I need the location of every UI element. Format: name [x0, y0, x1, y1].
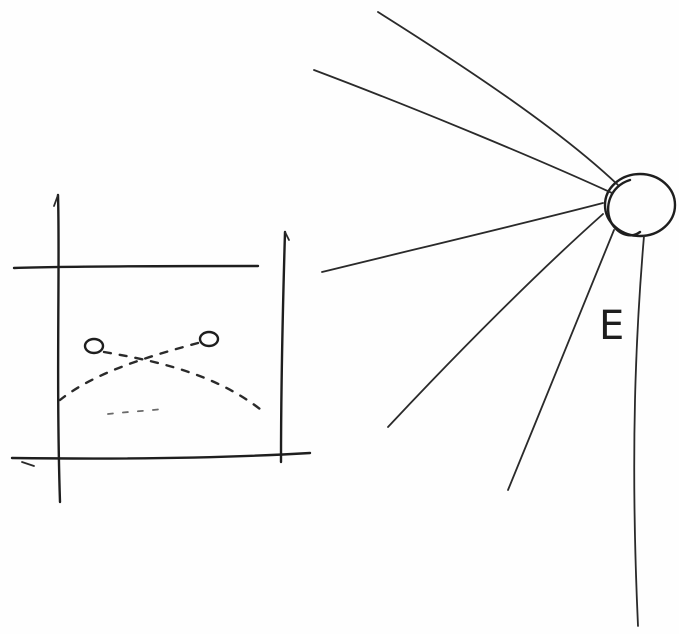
- eye-inner-arc: [608, 180, 640, 235]
- grid-bottom-line: [12, 453, 310, 458]
- right-node-circle: [200, 332, 218, 346]
- ray-vertical: [634, 236, 644, 626]
- faint-dashed-path: [108, 409, 162, 414]
- grid-frame: [12, 195, 310, 502]
- ray-middle: [322, 203, 603, 272]
- left-node-circle: [85, 339, 103, 353]
- ray-upper-1: [378, 12, 618, 185]
- grid-right-line: [281, 232, 285, 462]
- grid-bottom-left-tick: [22, 462, 34, 466]
- ray-upper-2: [314, 70, 612, 193]
- ray-lower-2: [508, 230, 614, 490]
- grid-left-line: [58, 195, 60, 502]
- grid-top-line: [14, 266, 258, 268]
- dashed-path-from-right-node: [60, 343, 198, 400]
- dashed-path-from-left-node: [104, 352, 265, 413]
- ray-lower-1: [388, 214, 603, 427]
- sight-rays: [314, 12, 644, 626]
- side-letter-label: E: [599, 303, 624, 349]
